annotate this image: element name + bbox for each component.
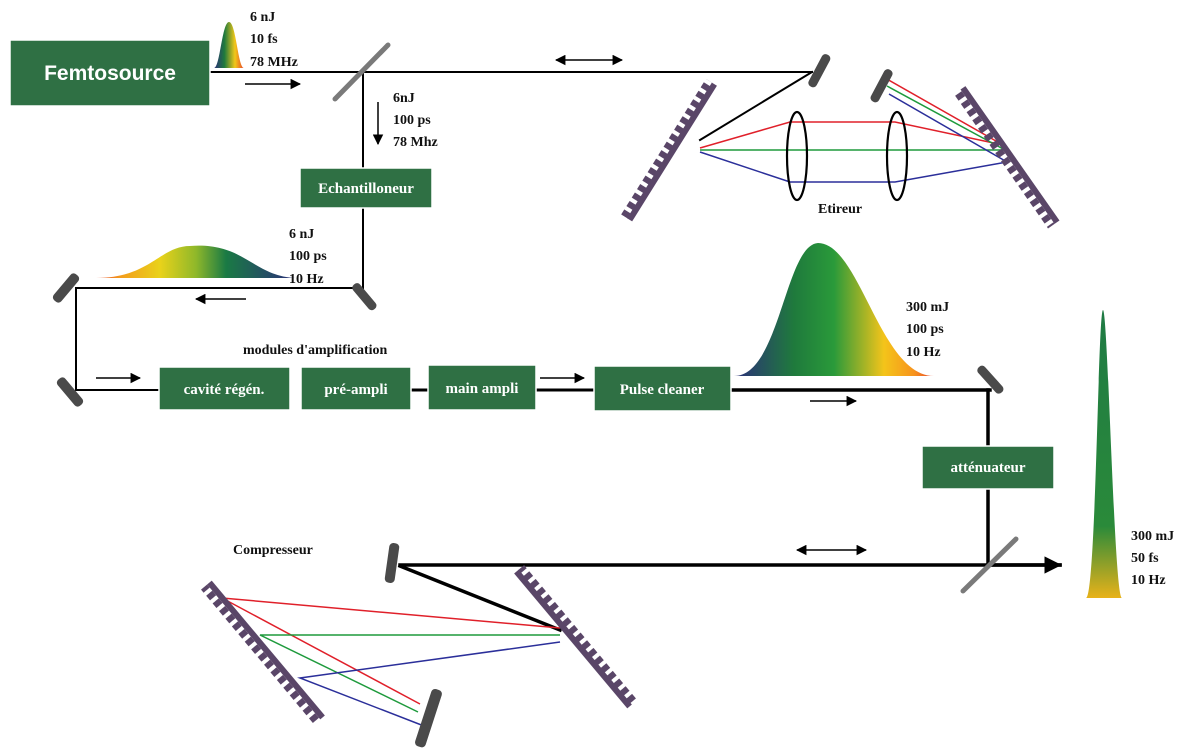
source-specs: 6 nJ 10 fs 78 MHz <box>250 10 298 70</box>
amplified-pulse-shape <box>734 243 934 376</box>
sampler-box: Echantilloneur <box>299 167 433 209</box>
sampler-label: Echantilloneur <box>318 181 414 197</box>
compressor-mirror-bottom <box>415 688 442 748</box>
compressor-grating-left <box>201 580 325 725</box>
output-spec-duration: 50 fs <box>1131 551 1159 566</box>
amplified-spec-rate: 10 Hz <box>906 345 941 360</box>
stretcher-lens-2 <box>885 110 909 202</box>
stretcher-grating-right <box>953 86 1060 229</box>
source-spec-duration: 10 fs <box>250 32 278 47</box>
amp-module-preamp: pré-ampli <box>300 366 412 411</box>
compressor-label: Compresseur <box>233 543 313 558</box>
stretcher-mirror-top <box>808 54 831 88</box>
sampler-spec-duration: 100 ps <box>393 113 431 128</box>
mirror-right-corner <box>977 365 1004 394</box>
sampler-spec-energy: 6nJ <box>393 91 415 106</box>
femtosource-box: Femtosource <box>9 39 211 107</box>
beam-into-compressor <box>397 563 563 633</box>
amplified-pulse-specs: 300 mJ 100 ps 10 Hz <box>906 300 949 360</box>
stretcher-grating-left <box>621 78 717 222</box>
stretcher: Etireur <box>621 54 1060 229</box>
compressor-grating-right <box>514 565 638 709</box>
ray-blue <box>699 93 1010 183</box>
stretcher-label: Etireur <box>818 202 862 217</box>
sampler-specs: 6nJ 100 ps 78 Mhz <box>393 91 438 150</box>
amp-module-regen: cavité régén. <box>158 366 291 411</box>
source-pulse-shape <box>214 22 244 68</box>
stretched-spec-energy: 6 nJ <box>289 227 314 242</box>
source-spec-energy: 6 nJ <box>250 10 275 25</box>
amplified-spec-energy: 300 mJ <box>906 300 949 315</box>
beam-paths <box>75 70 1062 633</box>
output-pulse-shape <box>1086 310 1122 598</box>
ray-red <box>699 77 1004 149</box>
ray-green <box>700 85 1006 151</box>
stretched-pulse-shape <box>96 245 296 278</box>
beamsplitter-bottom <box>960 536 1019 594</box>
amp-module-regen-label: cavité régén. <box>184 382 265 398</box>
mirror-left-top <box>52 273 80 303</box>
source-spec-rate: 78 MHz <box>250 55 298 70</box>
stretcher-rays <box>699 77 1010 183</box>
beamsplitter-top <box>332 42 391 102</box>
comp-ray-blue <box>297 641 561 727</box>
stretched-spec-duration: 100 ps <box>289 249 327 264</box>
pulse-cleaner-label: Pulse cleaner <box>620 382 705 398</box>
mirror-left-bottom <box>56 377 84 407</box>
output-spec-rate: 10 Hz <box>1131 573 1166 588</box>
femtosource-label: Femtosource <box>44 62 176 85</box>
compressor: Compresseur <box>201 543 638 748</box>
pulse-cleaner-box: Pulse cleaner <box>593 365 732 412</box>
sampler-spec-rate: 78 Mhz <box>393 135 438 150</box>
amp-module-main-label: main ampli <box>446 381 519 397</box>
stretched-spec-rate: 10 Hz <box>289 272 324 287</box>
stretcher-mirror-right <box>870 69 893 103</box>
direction-arrows <box>96 54 868 556</box>
output-pulse-specs: 300 mJ 50 fs 10 Hz <box>1131 529 1174 588</box>
stretcher-lens-1 <box>785 110 809 202</box>
comp-ray-red <box>221 597 561 705</box>
attenuator-label: atténuateur <box>951 460 1026 476</box>
stretched-pulse-specs: 6 nJ 100 ps 10 Hz <box>289 227 327 287</box>
amp-module-preamp-label: pré-ampli <box>324 382 387 398</box>
mirror-sampler-corner <box>352 283 377 311</box>
amp-module-main: main ampli <box>427 364 537 411</box>
beam-into-stretcher <box>698 70 814 142</box>
amplified-spec-duration: 100 ps <box>906 322 944 337</box>
mirror-compressor <box>384 543 400 583</box>
comp-ray-green <box>259 634 560 713</box>
output-spec-energy: 300 mJ <box>1131 529 1174 544</box>
attenuator-box: atténuateur <box>921 445 1055 490</box>
amplification-title: modules d'amplification <box>243 343 388 358</box>
